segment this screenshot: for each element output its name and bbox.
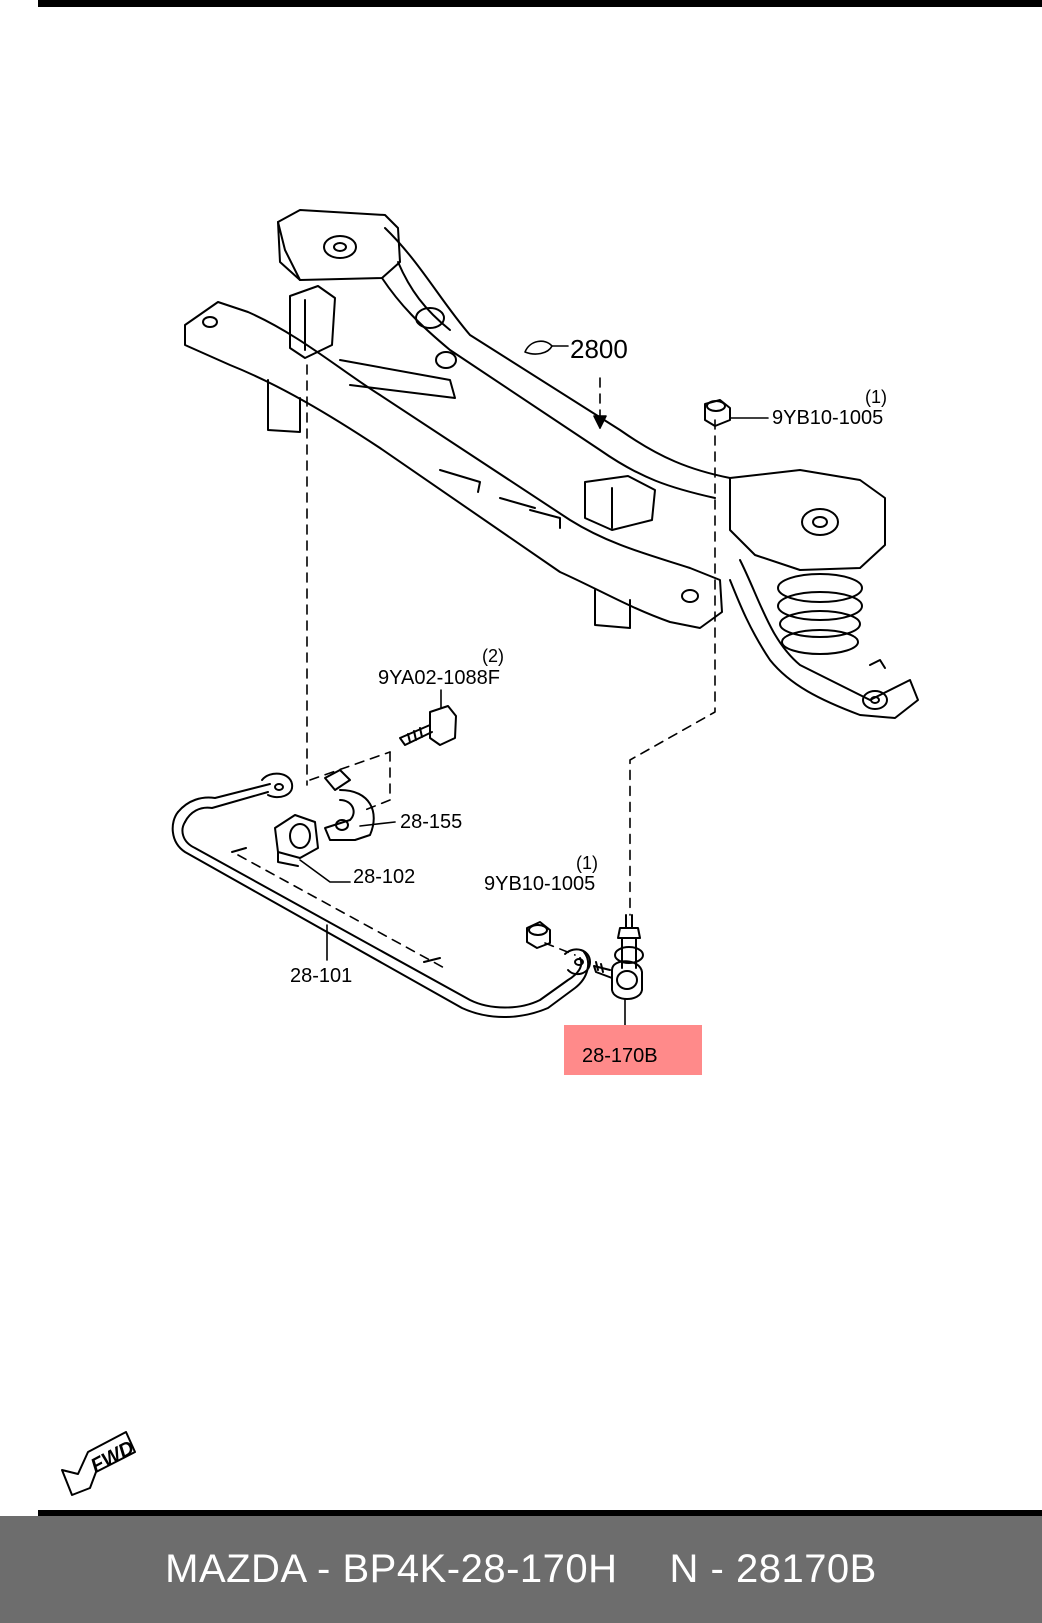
label-bracket: 28-155 bbox=[400, 811, 462, 833]
top-rule bbox=[38, 0, 1042, 7]
bushing-drawing bbox=[274, 814, 319, 867]
label-stabilizer-bar: 28-101 bbox=[290, 965, 352, 987]
stabilizer-bar-drawing bbox=[171, 772, 591, 1018]
bottom-rule bbox=[38, 1510, 1042, 1516]
label-nut-upper: 9YB10-1005 bbox=[772, 407, 883, 429]
label-bushing: 28-102 bbox=[353, 866, 415, 888]
assembly-guide-lines bbox=[237, 364, 716, 971]
upper-nut-drawing bbox=[704, 399, 731, 427]
label-subframe: 2800 bbox=[570, 334, 628, 364]
fwd-label: FWD bbox=[87, 1437, 138, 1478]
label-nut-lower: 9YB10-1005 bbox=[484, 873, 595, 895]
parts-diagram: 2800 (1) 9YB10-1005 (2) 9YA02-1088F 28-1… bbox=[61, 209, 919, 1496]
fwd-arrow-icon bbox=[61, 1431, 136, 1496]
reference-arrow bbox=[524, 340, 607, 429]
highlight-box bbox=[564, 1025, 702, 1075]
footer-bar: MAZDA - BP4K-28-170H N - 28170B bbox=[0, 1516, 1042, 1623]
lower-nut-drawing bbox=[526, 921, 551, 949]
label-nut-upper-qty: (1) bbox=[865, 387, 887, 407]
stabilizer-link-drawing bbox=[593, 914, 644, 1000]
footer-oem-number: MAZDA - BP4K-28-170H bbox=[165, 1547, 618, 1591]
bracket-drawing bbox=[324, 769, 375, 841]
label-stabilizer-link: 28-170B bbox=[582, 1045, 658, 1067]
subframe-drawing bbox=[184, 209, 919, 719]
label-bolt-qty: (2) bbox=[482, 646, 504, 666]
bolt-drawing bbox=[399, 705, 457, 746]
label-nut-lower-qty: (1) bbox=[576, 853, 598, 873]
footer-part-number: N - 28170B bbox=[669, 1547, 877, 1591]
label-bolt: 9YA02-1088F bbox=[378, 667, 500, 689]
